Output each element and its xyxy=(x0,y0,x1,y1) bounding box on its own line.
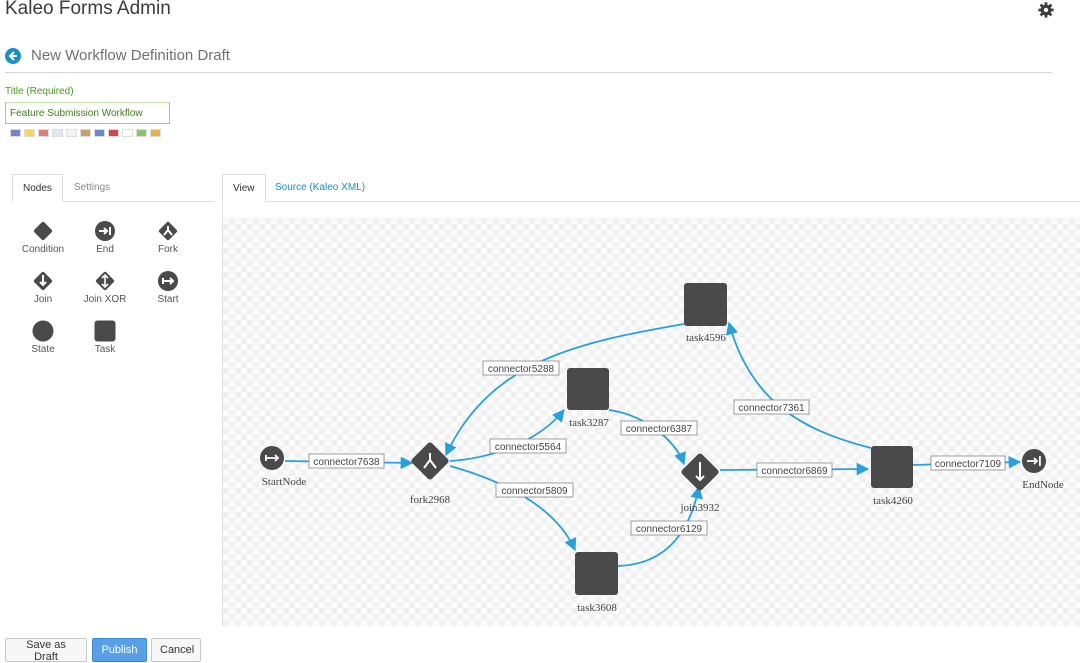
palette-label: Join xyxy=(33,294,53,305)
app-title: Kaleo Forms Admin xyxy=(5,0,171,19)
flag-icon[interactable] xyxy=(122,129,133,137)
connector-label-7638[interactable]: connector7638 xyxy=(313,457,380,468)
palette-label: Task xyxy=(94,344,116,355)
panel-divider xyxy=(222,202,223,626)
node-label-fork: fork2968 xyxy=(410,494,451,506)
workflow-canvas[interactable]: StartNode fork2968 task3287 task4596 tas… xyxy=(223,218,1080,626)
node-label-task4260: task4260 xyxy=(873,495,913,507)
flag-icon[interactable] xyxy=(136,129,147,137)
flag-icon[interactable] xyxy=(24,129,35,137)
join-xor-icon xyxy=(95,271,115,291)
node-label-join: join3932 xyxy=(679,502,719,514)
task-icon xyxy=(94,320,116,342)
edge-connector6129[interactable] xyxy=(616,485,703,567)
palette-item-state[interactable]: State xyxy=(18,320,68,368)
flag-icon[interactable] xyxy=(94,129,105,137)
workflow-diagram: StartNode fork2968 task3287 task4596 tas… xyxy=(260,283,1064,614)
tab-source-xml[interactable]: Source (Kaleo XML) xyxy=(275,182,366,193)
flag-icon[interactable] xyxy=(66,129,77,137)
flag-icon[interactable] xyxy=(150,129,161,137)
node-label-start: StartNode xyxy=(262,476,307,488)
flag-icon[interactable] xyxy=(10,129,21,137)
connector-label-6129[interactable]: connector6129 xyxy=(636,524,703,535)
tab-nodes[interactable]: Nodes xyxy=(12,174,63,202)
cancel-button[interactable]: Cancel xyxy=(151,638,201,662)
node-label-task4596: task4596 xyxy=(686,332,726,344)
connector-label-6387[interactable]: connector6387 xyxy=(626,424,693,435)
flag-icon[interactable] xyxy=(38,129,49,137)
palette-item-condition[interactable]: Condition xyxy=(18,220,68,268)
connector-label-5809[interactable]: connector5809 xyxy=(501,486,568,497)
title-input[interactable] xyxy=(5,102,170,124)
node-task4260[interactable] xyxy=(871,446,913,488)
palette-item-join[interactable]: Join xyxy=(18,270,68,318)
node-task4596[interactable] xyxy=(684,283,727,326)
palette-item-end[interactable]: End xyxy=(80,220,130,268)
palette-label: End xyxy=(96,244,114,255)
palette-label: State xyxy=(31,344,55,355)
gear-icon[interactable] xyxy=(1037,1,1055,19)
connector-label-7109[interactable]: connector7109 xyxy=(935,459,1002,470)
palette-item-fork[interactable]: Fork xyxy=(143,220,193,268)
save-as-draft-button[interactable]: Save as Draft xyxy=(5,638,87,663)
node-end[interactable] xyxy=(1022,449,1046,473)
fork-icon xyxy=(158,221,178,241)
node-label-task3287: task3287 xyxy=(569,417,609,429)
header-divider xyxy=(5,72,1052,73)
edge-connector7361[interactable] xyxy=(725,321,872,449)
node-task3287[interactable] xyxy=(567,368,609,410)
connector-label-7361[interactable]: connector7361 xyxy=(738,403,805,414)
node-label-task3608: task3608 xyxy=(577,602,617,614)
edge-connector6387[interactable] xyxy=(608,409,686,466)
node-start[interactable] xyxy=(260,446,284,470)
edge-connector5809[interactable] xyxy=(449,465,577,552)
palette-label: Fork xyxy=(158,244,178,255)
page-title: New Workflow Definition Draft xyxy=(31,47,230,64)
language-flags xyxy=(10,129,161,137)
palette-label: Condition xyxy=(21,244,65,255)
palette-item-start[interactable]: Start xyxy=(143,270,193,318)
join-icon xyxy=(33,271,53,291)
condition-icon xyxy=(33,221,53,241)
palette-item-join-xor[interactable]: Join XOR xyxy=(80,270,130,318)
connector-label-6869[interactable]: connector6869 xyxy=(761,466,828,477)
tab-view[interactable]: View xyxy=(222,174,266,202)
node-label-end: EndNode xyxy=(1022,479,1064,491)
node-join[interactable] xyxy=(680,452,720,492)
start-icon xyxy=(158,271,178,291)
palette-label: Join XOR xyxy=(83,294,127,305)
connector-label-5288[interactable]: connector5288 xyxy=(488,364,555,375)
tab-settings[interactable]: Settings xyxy=(74,182,111,193)
node-task3608[interactable] xyxy=(575,552,618,595)
palette-label: Start xyxy=(157,294,179,305)
palette-item-task[interactable]: Task xyxy=(80,320,130,368)
end-icon xyxy=(95,221,115,241)
title-field-label: Title (Required) xyxy=(5,86,74,97)
flag-icon[interactable] xyxy=(108,129,119,137)
node-fork[interactable] xyxy=(410,441,450,481)
state-icon xyxy=(32,320,54,342)
publish-button[interactable]: Publish xyxy=(92,638,147,662)
connector-label-5564[interactable]: connector5564 xyxy=(495,442,562,453)
palette-tabs: Nodes Settings xyxy=(12,174,214,202)
flag-icon[interactable] xyxy=(80,129,91,137)
editor-tabs: View Source (Kaleo XML) xyxy=(222,174,1080,202)
back-arrow-icon[interactable] xyxy=(5,48,21,64)
flag-icon[interactable] xyxy=(52,129,63,137)
